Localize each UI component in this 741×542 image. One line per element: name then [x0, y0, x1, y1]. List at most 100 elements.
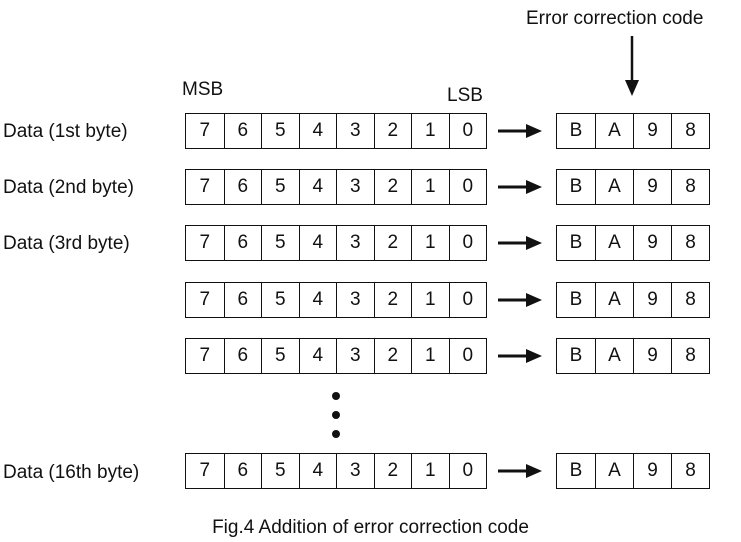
ellipsis-dot [332, 392, 340, 400]
ecc-cell: B [569, 120, 583, 141]
right-arrow-icon [498, 349, 542, 363]
ecc-cell: A [594, 339, 633, 373]
bit-cell: 5 [261, 114, 299, 148]
ecc-cell: A [594, 283, 633, 317]
bit-cell: 5 [261, 283, 299, 317]
bit-cell: 7 [199, 345, 211, 366]
right-arrow-icon [498, 464, 542, 478]
bit-cell: 6 [223, 339, 262, 373]
ecc-cell: 9 [632, 114, 671, 148]
ecc-cells: B A 9 8 [556, 338, 710, 374]
right-arrow-icon [498, 236, 542, 250]
data-byte-cells: 7 6 5 4 3 2 1 0 [185, 113, 487, 149]
ecc-cell: B [569, 345, 583, 366]
bit-cell: 6 [223, 454, 262, 488]
bit-cell: 7 [199, 176, 211, 197]
bit-cell: 2 [373, 114, 412, 148]
bit-cell: 0 [448, 170, 487, 204]
bit-cell: 0 [448, 454, 487, 488]
bit-cell: 1 [411, 339, 449, 373]
ecc-cell: 9 [632, 283, 671, 317]
ecc-cell: 8 [670, 114, 709, 148]
bit-cell: 5 [261, 339, 299, 373]
bit-cell: 2 [373, 339, 412, 373]
bit-cell: 1 [411, 283, 449, 317]
bit-cell: 0 [448, 226, 487, 260]
bit-cell: 5 [261, 226, 299, 260]
ecc-header: Error correction code [526, 8, 704, 29]
bit-cell: 4 [298, 454, 337, 488]
bit-cell: 4 [298, 226, 337, 260]
bit-cell: 7 [199, 120, 211, 141]
ecc-cells: B A 9 8 [556, 169, 710, 205]
ecc-cell: 9 [632, 454, 671, 488]
ecc-cell: 8 [670, 339, 709, 373]
bit-cell: 2 [373, 170, 412, 204]
bit-cell: 3 [336, 283, 374, 317]
row-label: Data (3rd byte) [3, 233, 130, 254]
bit-cell: 2 [373, 454, 412, 488]
ecc-cell: 9 [632, 339, 671, 373]
bit-cell: 2 [373, 226, 412, 260]
ecc-cell: 8 [670, 226, 709, 260]
ellipsis-dot [332, 411, 340, 419]
row-label: Data (16th byte) [3, 462, 140, 483]
bit-cell: 0 [448, 339, 487, 373]
bit-cell: 4 [298, 114, 337, 148]
data-byte-cells: 7 6 5 4 3 2 1 0 [185, 453, 487, 489]
ecc-cells: B A 9 8 [556, 113, 710, 149]
ecc-cell: 8 [670, 283, 709, 317]
bit-cell: 3 [336, 170, 374, 204]
bit-cell: 4 [298, 170, 337, 204]
ecc-cell: 8 [670, 454, 709, 488]
right-arrow-icon [498, 180, 542, 194]
ecc-cell: A [594, 454, 633, 488]
bit-cell: 1 [411, 454, 449, 488]
right-arrow-icon [498, 124, 542, 138]
bit-cell: 6 [223, 283, 262, 317]
data-byte-cells: 7 6 5 4 3 2 1 0 [185, 282, 487, 318]
ecc-down-arrow [625, 36, 639, 96]
bit-cell: 7 [199, 232, 211, 253]
ecc-cell: A [594, 170, 633, 204]
bit-cell: 6 [223, 114, 262, 148]
bit-cell: 0 [448, 114, 487, 148]
row-label: Data (1st byte) [3, 121, 128, 142]
bit-cell: 3 [336, 339, 374, 373]
ellipsis-dot [332, 430, 340, 438]
msb-label: MSB [182, 79, 224, 100]
right-arrow-icon [498, 293, 542, 307]
bit-cell: 1 [411, 170, 449, 204]
data-byte-cells: 7 6 5 4 3 2 1 0 [185, 169, 487, 205]
ecc-cell: 8 [670, 170, 709, 204]
bit-cell: 6 [223, 226, 262, 260]
ecc-cells: B A 9 8 [556, 225, 710, 261]
ecc-cell: A [594, 226, 633, 260]
bit-cell: 7 [199, 460, 211, 481]
bit-cell: 5 [261, 170, 299, 204]
bit-cell: 4 [298, 283, 337, 317]
bit-cell: 6 [223, 170, 262, 204]
ecc-cell: B [569, 232, 583, 253]
lsb-label: LSB [447, 85, 483, 106]
ecc-cell: B [569, 460, 583, 481]
ecc-cell: 9 [632, 170, 671, 204]
bit-cell: 3 [336, 454, 374, 488]
data-byte-cells: 7 6 5 4 3 2 1 0 [185, 225, 487, 261]
bit-cell: 1 [411, 114, 449, 148]
figure-caption: Fig.4 Addition of error correction code [212, 517, 529, 538]
bit-cell: 0 [448, 283, 487, 317]
ecc-cells: B A 9 8 [556, 282, 710, 318]
bit-cell: 4 [298, 339, 337, 373]
row-label: Data (2nd byte) [3, 177, 134, 198]
bit-cell: 5 [261, 454, 299, 488]
ecc-cell: B [569, 176, 583, 197]
bit-cell: 3 [336, 226, 374, 260]
ecc-cells: B A 9 8 [556, 453, 710, 489]
ecc-cell: B [569, 289, 583, 310]
ecc-cell: 9 [632, 226, 671, 260]
ecc-cell: A [594, 114, 633, 148]
bit-cell: 2 [373, 283, 412, 317]
data-byte-cells: 7 6 5 4 3 2 1 0 [185, 338, 487, 374]
bit-cell: 3 [336, 114, 374, 148]
